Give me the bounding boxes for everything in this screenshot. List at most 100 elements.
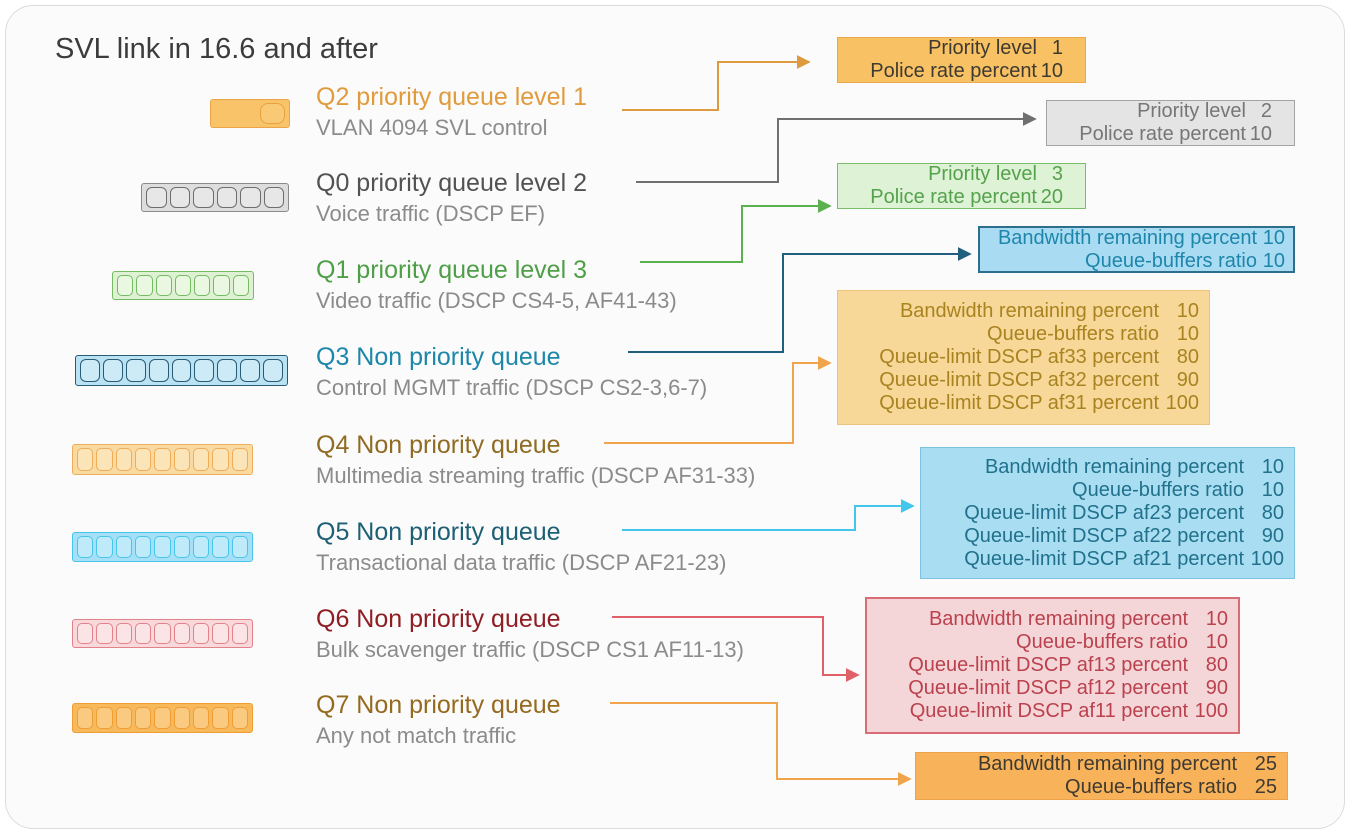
queue-cell <box>231 707 248 729</box>
config-line-value: 3 <box>1051 163 1063 185</box>
queue-cell <box>96 448 113 471</box>
config-line-value: 80 <box>1205 654 1228 676</box>
queue-cell <box>115 448 132 471</box>
queue-title-q5: Q5 Non priority queue <box>316 518 561 546</box>
config-line-value: 90 <box>1261 524 1284 547</box>
queue-cell <box>96 707 113 729</box>
config-line-label: Queue-buffers ratio <box>1016 631 1188 653</box>
queue-subtitle-q7: Any not match traffic <box>316 723 517 748</box>
config-line-label: Priority level <box>1137 100 1246 122</box>
queue-cell <box>212 448 229 471</box>
queue-subtitle-q5: Transactional data traffic (DSCP AF21-23… <box>316 550 727 575</box>
queue-cell <box>194 359 215 382</box>
queue-subtitle-q0: Voice traffic (DSCP EF) <box>316 201 546 226</box>
queue-cell <box>217 359 238 382</box>
queue-cell <box>260 103 285 124</box>
queue-subtitle-q4: Multimedia streaming traffic (DSCP AF31-… <box>316 463 756 488</box>
queue-cell <box>231 623 248 644</box>
queue-cell <box>115 707 132 729</box>
queue-title-q0: Q0 priority queue level 2 <box>316 169 587 197</box>
queue-label-q4: Q4 Non priority queue Multimedia streami… <box>316 430 836 490</box>
config-line-label: Police rate percent <box>870 60 1037 82</box>
config-line-label: Bandwidth remaining percent <box>997 226 1257 249</box>
queue-cell <box>192 623 210 644</box>
queue-cell <box>231 448 248 471</box>
queue-title-q1: Q1 priority queue level 3 <box>316 256 587 284</box>
queue-title-q3: Q3 Non priority queue <box>316 343 561 371</box>
queue-cell <box>263 359 284 382</box>
config-line-label: Bandwidth remaining percent <box>899 300 1159 322</box>
queue-subtitle-q1: Video traffic (DSCP CS4-5, AF41-43) <box>316 288 677 313</box>
config-line: Queue-limit DSCP af23 percent 80 <box>921 502 1284 525</box>
config-line-value: 10 <box>1176 323 1199 345</box>
config-line-label: Priority level <box>928 37 1037 59</box>
queue-cell <box>115 623 132 644</box>
queue-cell <box>125 359 146 382</box>
queue-cell <box>216 187 237 208</box>
queue-icon-q3 <box>75 355 288 386</box>
queue-cell <box>96 623 113 644</box>
queue-title-q6: Q6 Non priority queue <box>316 605 561 633</box>
queue-cell <box>154 448 171 471</box>
config-line-value: 1 <box>1051 37 1063 59</box>
queue-icon-q2 <box>210 99 290 128</box>
config-line-label: Bandwidth remaining percent <box>928 608 1188 630</box>
config-line-value: 25 <box>1254 776 1277 798</box>
queue-cell <box>212 536 229 558</box>
config-line-label: Queue-limit DSCP af13 percent <box>908 654 1188 676</box>
config-box-q4: Bandwidth remaining percent 10 Queue-buffe… <box>837 290 1210 425</box>
config-line-label: Police rate percent <box>870 186 1037 208</box>
config-line-label: Queue-limit DSCP af33 percent <box>879 346 1159 368</box>
queue-cell <box>213 275 230 296</box>
queue-cell <box>155 275 172 296</box>
config-line-label: Queue-limit DSCP af23 percent <box>964 501 1244 524</box>
queue-cell <box>154 536 171 558</box>
queue-cell <box>134 623 152 644</box>
queue-icon-q4 <box>72 444 253 475</box>
queue-title-q4: Q4 Non priority queue <box>316 431 561 459</box>
queue-cell <box>194 275 211 296</box>
queue-title-q7: Q7 Non priority queue <box>316 691 561 719</box>
queue-label-q7: Q7 Non priority queue Any not match traf… <box>316 690 836 750</box>
config-line-value: 20 <box>1040 186 1063 208</box>
queue-cell <box>96 536 113 558</box>
queue-cell <box>77 623 94 644</box>
queue-cell <box>174 275 192 296</box>
queue-cell <box>212 707 229 729</box>
queue-cell <box>154 623 171 644</box>
queue-cell <box>232 275 249 296</box>
config-line-label: Police rate percent <box>1079 123 1246 145</box>
config-line-label: Queue-buffers ratio <box>987 323 1159 345</box>
config-line-value: 10 <box>1205 608 1228 630</box>
queue-subtitle-q2: VLAN 4094 SVL control <box>316 115 548 140</box>
config-line-value: 10 <box>1262 249 1285 272</box>
config-line: Bandwidth remaining percent 10 <box>867 608 1228 631</box>
config-line-label: Queue-limit DSCP af31 percent <box>879 392 1159 414</box>
queue-subtitle-q6: Bulk scavenger traffic (DSCP CS1 AF11-13… <box>316 637 744 662</box>
queue-cell <box>136 275 153 296</box>
queue-label-q1: Q1 priority queue level 3 Video traffic … <box>316 255 836 315</box>
queue-cell <box>263 187 284 208</box>
queue-label-q3: Q3 Non priority queue Control MGMT traff… <box>316 342 836 402</box>
config-line-value: 80 <box>1261 501 1284 524</box>
queue-cell <box>115 536 132 558</box>
queue-cell <box>173 448 190 471</box>
config-line-label: Bandwidth remaining percent <box>977 753 1237 775</box>
config-line-label: Queue-limit DSCP af12 percent <box>908 677 1188 699</box>
queue-icon-q6 <box>72 619 253 648</box>
queue-icon-q5 <box>72 532 253 562</box>
